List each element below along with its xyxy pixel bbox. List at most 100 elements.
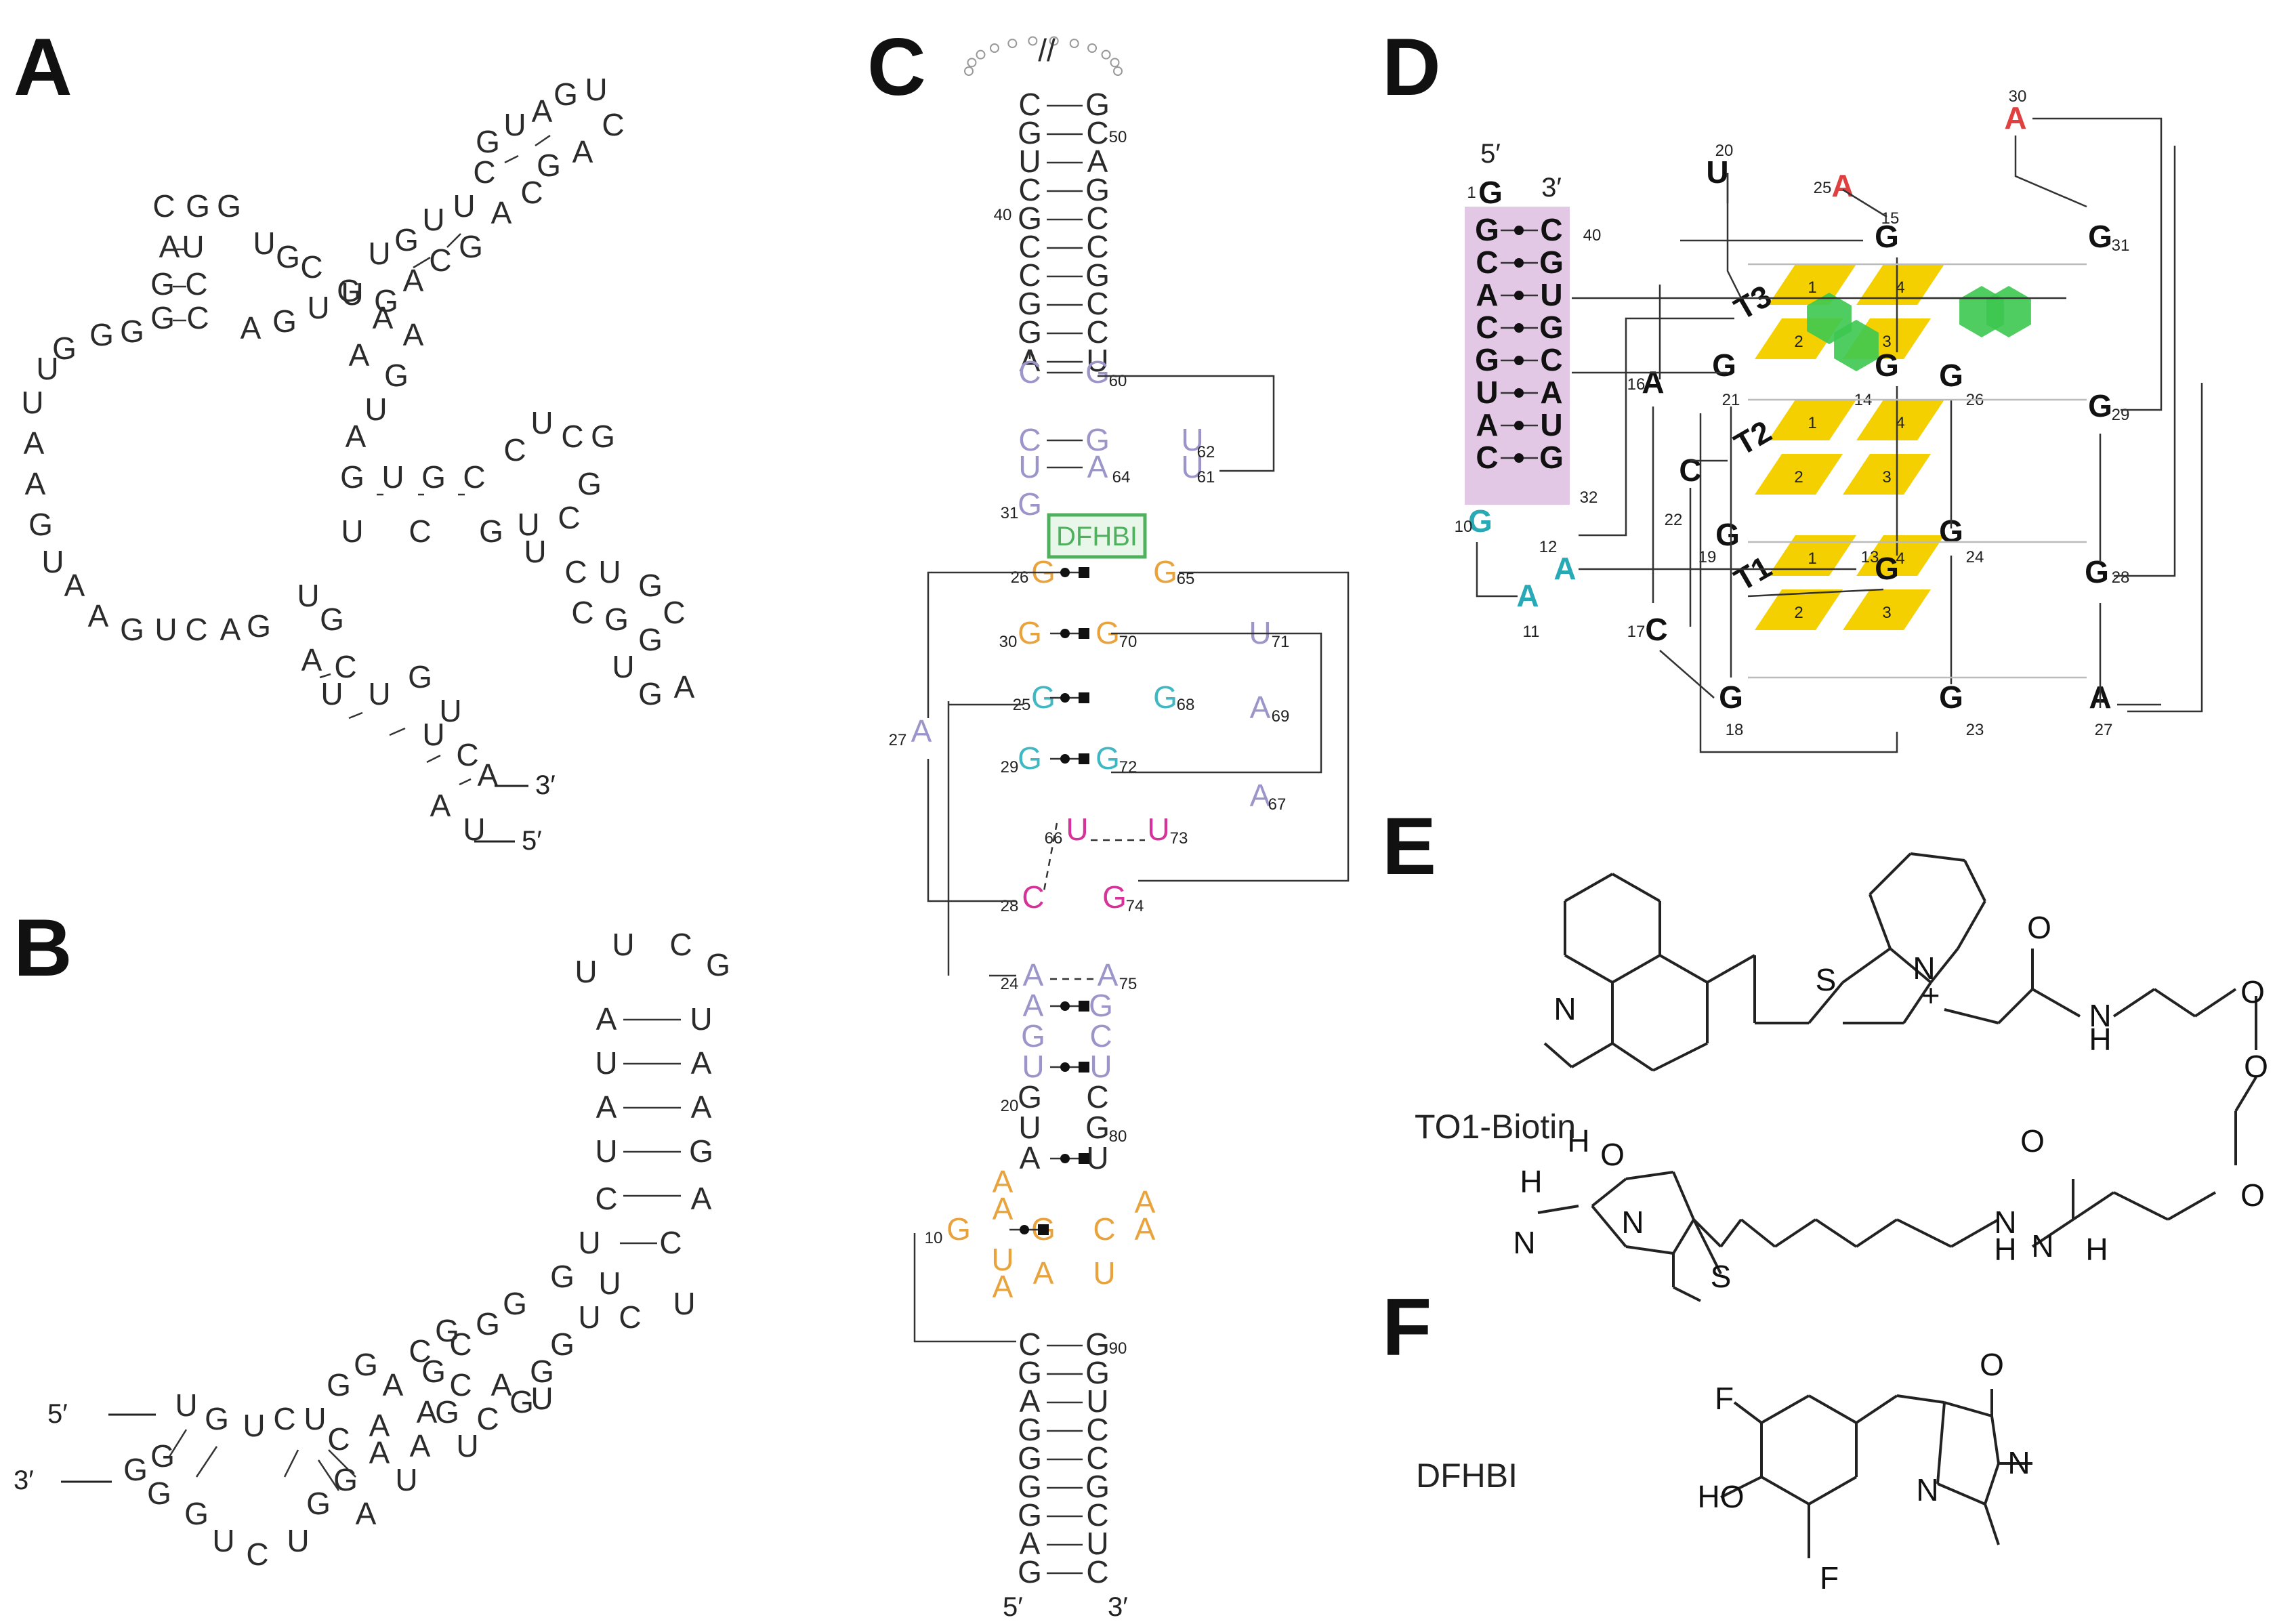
bond-line xyxy=(1719,1218,1742,1248)
rna-nucleotide: U xyxy=(524,534,546,569)
rna-nucleotide: U xyxy=(154,612,177,647)
rna-nucleotide: A xyxy=(1250,690,1271,725)
rna-nucleotide: G xyxy=(591,419,615,454)
panel-label-c: C xyxy=(867,22,926,112)
pair-dot xyxy=(1060,629,1070,638)
residue-number: 27 xyxy=(889,731,907,749)
bond-line xyxy=(1591,1205,1627,1248)
residue-number: 16 xyxy=(1627,375,1646,394)
rna-nucleotide: A xyxy=(159,229,180,264)
pair-dot xyxy=(1514,258,1524,268)
residue-number: 67 xyxy=(1268,795,1287,814)
rna-nucleotide: U xyxy=(368,236,390,271)
frame-connector xyxy=(927,759,1016,902)
rna-nucleotide: G xyxy=(638,676,663,711)
residue-letter: G xyxy=(1468,503,1493,539)
residue-number: 73 xyxy=(1170,829,1188,848)
rna-nucleotide: A xyxy=(532,93,553,129)
residue-number: 64 xyxy=(1112,468,1131,486)
rna-nucleotide: G xyxy=(1018,1412,1042,1447)
panel-b-five-end: 5′ xyxy=(47,1399,68,1429)
bond-line xyxy=(1841,947,1892,984)
rna-nucleotide: A xyxy=(993,1269,1014,1304)
bond-line xyxy=(1774,1218,1817,1248)
rna-nucleotide: C xyxy=(1086,1497,1108,1533)
residue-number: 20 xyxy=(1715,142,1734,160)
residue-number: 70 xyxy=(1119,633,1138,651)
rna-nucleotide: C xyxy=(558,500,580,535)
atom-label: N xyxy=(1916,1472,1938,1507)
rna-nucleotide: G xyxy=(1018,314,1042,350)
pair-dot xyxy=(1060,754,1070,764)
rna-nucleotide: G xyxy=(1085,422,1110,457)
rna-nucleotide: A xyxy=(691,1089,712,1125)
residue-letter: G xyxy=(1939,680,1963,715)
bond-line xyxy=(1950,1218,1999,1248)
rna-nucleotide: G xyxy=(327,1367,351,1402)
rna-nucleotide: C xyxy=(473,154,495,190)
residue-number: 25 xyxy=(1814,179,1832,197)
residue-number: 72 xyxy=(1119,758,1138,776)
bond-line xyxy=(1889,947,1932,984)
rna-nucleotide: G xyxy=(1085,354,1110,390)
rna-nucleotide: C xyxy=(409,514,431,549)
rna-nucleotide: A xyxy=(301,642,322,678)
rna-nucleotide: U xyxy=(212,1523,234,1558)
rna-nucleotide: G xyxy=(150,300,175,335)
loop-dot xyxy=(989,43,999,53)
rna-nucleotide: C xyxy=(1086,286,1108,321)
rna-nucleotide: U xyxy=(243,1408,265,1443)
rna-nucleotide: G xyxy=(1153,554,1177,589)
bond-line xyxy=(1997,988,2034,1024)
residue-letter: G xyxy=(1875,219,1899,254)
rna-nucleotide: G xyxy=(1018,115,1042,150)
rna-nucleotide: G xyxy=(217,188,241,224)
pair-dot xyxy=(1514,226,1524,235)
atom-label: HO xyxy=(1698,1479,1745,1514)
bond-line xyxy=(1570,1042,1614,1068)
bond-line xyxy=(1692,1218,1722,1248)
bond-line xyxy=(1761,1394,1810,1424)
rna-nucleotide: A xyxy=(88,598,109,633)
atom-label: N xyxy=(1913,951,1935,986)
atom-label: H xyxy=(1520,1164,1542,1199)
helix-nucleotide: C xyxy=(1476,440,1498,475)
residue-letter: G xyxy=(1712,348,1736,383)
bond-line xyxy=(2113,1191,2169,1221)
rna-nucleotide: U xyxy=(598,554,621,589)
topology-connector xyxy=(2114,146,2176,577)
rna-nucleotide: C xyxy=(273,1401,295,1436)
rna-nucleotide: U xyxy=(585,72,607,107)
rna-nucleotide: G xyxy=(394,222,419,257)
rna-nucleotide: C xyxy=(1018,257,1041,293)
rna-nucleotide: A xyxy=(64,568,85,603)
residue-number: 30 xyxy=(999,633,1018,651)
rna-nucleotide: G xyxy=(147,1476,171,1511)
pair-dot xyxy=(1514,388,1524,398)
rna-nucleotide: U xyxy=(1181,422,1203,457)
quartet-number: 1 xyxy=(1808,278,1816,297)
rna-nucleotide: G xyxy=(435,1313,459,1348)
rna-nucleotide: A xyxy=(346,419,367,454)
base-pair-line xyxy=(459,778,472,786)
helix-nucleotide: C xyxy=(1540,212,1562,247)
bond-line xyxy=(1990,1415,2000,1464)
atom-label: S xyxy=(1711,1259,1732,1294)
bond-line xyxy=(1896,1218,1952,1248)
rna-nucleotide: A xyxy=(993,1191,1014,1226)
rna-nucleotide: A xyxy=(1023,988,1044,1023)
rna-nucleotide: C xyxy=(1086,229,1108,264)
panel-c-five-end: 5′ xyxy=(1003,1592,1023,1622)
frame-connector xyxy=(1111,632,1322,774)
rna-nucleotide: A xyxy=(430,788,451,823)
rna-nucleotide: G xyxy=(1085,87,1110,122)
rna-nucleotide: U xyxy=(453,188,475,224)
panel-a-three-end: 3′ xyxy=(535,770,556,800)
residue-letter: G xyxy=(2088,388,2112,423)
helix-nucleotide: U xyxy=(1540,407,1562,442)
quartet-number: 1 xyxy=(1808,549,1816,568)
residue-number: 61 xyxy=(1197,468,1215,486)
topology-connector xyxy=(1726,173,1742,299)
atom-label: O xyxy=(1980,1347,2004,1382)
